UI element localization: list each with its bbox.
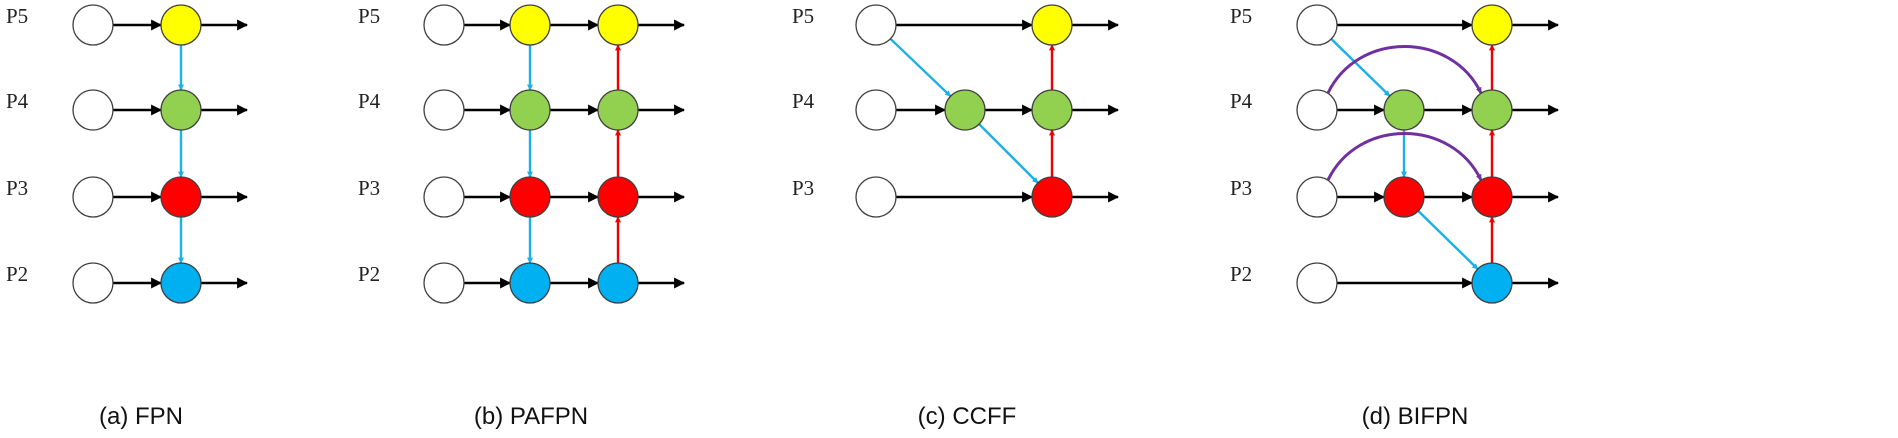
- node-i3: [1296, 176, 1338, 218]
- node-b3: [597, 176, 639, 218]
- node-i3: [423, 176, 465, 218]
- node-i3: [72, 176, 114, 218]
- top-down-arrow: [978, 123, 1039, 184]
- top-down-arrow: [889, 37, 952, 98]
- edges: [464, 19, 686, 289]
- edges: [889, 19, 1120, 203]
- node-b5: [1471, 4, 1513, 46]
- level-label-p4: P4: [792, 89, 815, 113]
- level-label-p5: P5: [358, 4, 380, 28]
- level-label-p4: P4: [6, 89, 29, 113]
- node-b4: [1031, 89, 1073, 131]
- skip-arrow: [1326, 132, 1483, 181]
- node-i4: [423, 89, 465, 131]
- node-i2: [423, 262, 465, 304]
- node-i5: [72, 4, 114, 46]
- level-label-p4: P4: [1230, 89, 1253, 113]
- panel-caption: (b) PAFPN: [474, 403, 588, 430]
- node-i5: [855, 4, 897, 46]
- node-i5: [1296, 4, 1338, 46]
- node-t3: [509, 176, 551, 218]
- node-t2: [509, 262, 551, 304]
- node-t5: [160, 4, 202, 46]
- node-m4: [1383, 89, 1425, 131]
- node-i3: [855, 176, 897, 218]
- node-m3: [1383, 176, 1425, 218]
- level-label-p3: P3: [6, 176, 28, 200]
- top-down-arrow: [1330, 38, 1391, 97]
- edges: [113, 19, 249, 289]
- top-down-arrow: [1417, 210, 1479, 270]
- node-t5: [509, 4, 551, 46]
- node-i2: [1296, 262, 1338, 304]
- node-b2: [597, 262, 639, 304]
- level-label-p3: P3: [792, 176, 814, 200]
- node-t4: [509, 89, 551, 131]
- level-label-p3: P3: [358, 176, 380, 200]
- level-label-p2: P2: [6, 262, 28, 286]
- node-i5: [423, 4, 465, 46]
- level-label-p2: P2: [1230, 262, 1252, 286]
- level-label-p4: P4: [358, 89, 381, 113]
- node-b5: [597, 4, 639, 46]
- node-i4: [855, 89, 897, 131]
- panel-caption: (a) FPN: [99, 403, 183, 430]
- node-i4: [1296, 89, 1338, 131]
- edges: [1326, 19, 1560, 289]
- skip-arrow: [1326, 45, 1483, 94]
- level-label-p3: P3: [1230, 176, 1252, 200]
- node-t3: [160, 176, 202, 218]
- panel-caption: (c) CCFF: [918, 403, 1017, 430]
- node-b2: [1471, 262, 1513, 304]
- node-m4: [944, 89, 986, 131]
- node-b3: [1031, 176, 1073, 218]
- level-label-p5: P5: [1230, 4, 1252, 28]
- panel-caption: (d) BIFPN: [1362, 403, 1469, 430]
- level-label-p5: P5: [6, 4, 28, 28]
- node-t4: [160, 89, 202, 131]
- node-i2: [72, 262, 114, 304]
- node-b5: [1031, 4, 1073, 46]
- level-label-p5: P5: [792, 4, 814, 28]
- node-i4: [72, 89, 114, 131]
- level-label-p2: P2: [358, 262, 380, 286]
- node-b3: [1471, 176, 1513, 218]
- node-t2: [160, 262, 202, 304]
- node-b4: [597, 89, 639, 131]
- node-b4: [1471, 89, 1513, 131]
